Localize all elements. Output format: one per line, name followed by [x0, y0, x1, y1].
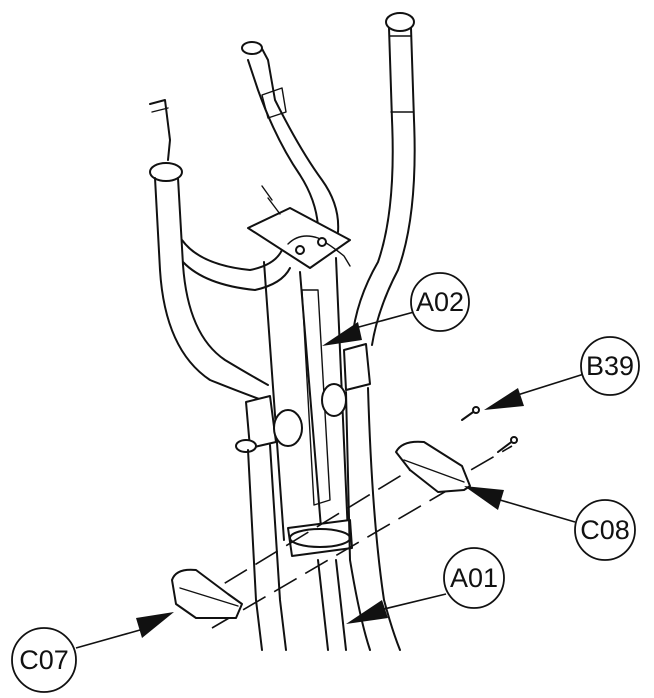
part-b39-screws: [461, 406, 518, 453]
pivot-joints: [235, 343, 371, 453]
left-handle: [149, 99, 291, 401]
part-c07-cover: [171, 568, 243, 619]
callout-a02: A02: [322, 272, 470, 346]
inner-right-handle: [241, 41, 340, 233]
callout-c08: C08: [464, 486, 636, 561]
part-c08-cover: [395, 440, 471, 493]
label-c08: C08: [580, 515, 630, 545]
label-b39: B39: [586, 351, 634, 381]
callout-a01: A01: [346, 547, 505, 624]
right-handlebar: [351, 12, 416, 346]
label-c07: C07: [19, 645, 69, 675]
label-a02: A02: [416, 287, 464, 317]
label-a01: A01: [450, 563, 498, 593]
console-plate: [247, 185, 351, 269]
lower-arms: [247, 387, 401, 651]
callout-c07: C07: [11, 612, 174, 693]
callout-b39: B39: [484, 336, 640, 410]
